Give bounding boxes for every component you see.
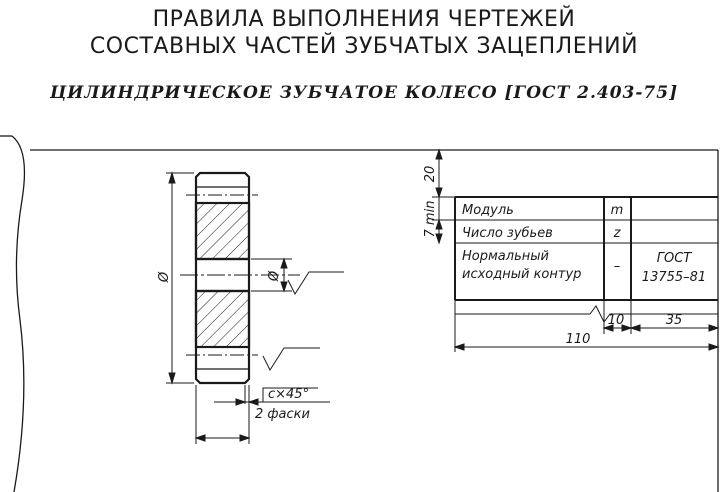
hatched-rim-upper (194, 201, 251, 261)
table-row-3-label-line-2: исходный контур (462, 267, 581, 282)
column-width-dimensions (453, 324, 720, 351)
parameters-table (454, 196, 718, 352)
hatched-rim-lower (194, 289, 251, 349)
bore-diameter-symbol: Ø (267, 270, 282, 282)
table-row-1-symbol: m (611, 203, 624, 218)
chamfer-label: c×45° (268, 387, 309, 402)
chamfer-dimension (194, 385, 330, 444)
chamfer-count-label: 2 фаски (255, 407, 310, 422)
table-row-3-value-line-1: ГОСТ (657, 251, 693, 266)
table-row-2-symbol: z (613, 226, 622, 241)
bore-diameter-dimension (251, 257, 292, 293)
value-column-width: 35 (666, 313, 683, 328)
table-row-1-label: Модуль (462, 203, 514, 218)
table-vertical-dimensions (432, 148, 455, 245)
gear-outline (194, 171, 251, 385)
outer-diameter-dimension (166, 171, 194, 385)
symbol-column-width: 10 (608, 313, 625, 328)
table-row-3-value-line-2: 13755–81 (642, 270, 706, 285)
total-table-width: 110 (566, 332, 591, 347)
page-title-line-2: СОСТАВНЫХ ЧАСТЕЙ ЗУБЧАТЫХ ЗАЦЕПЛЕНИЙ (89, 34, 639, 59)
table-row-3-symbol: – (614, 259, 621, 274)
top-offset-dimension: 20 (423, 166, 438, 183)
roughness-marks (262, 271, 344, 372)
table-row-2-label: Число зубьев (462, 226, 553, 241)
gear-section (180, 171, 300, 385)
sheet-frame (0, 135, 719, 492)
outer-diameter-symbol: Ø (157, 271, 172, 283)
drawing-subtitle: ЦИЛИНДРИЧЕСКОЕ ЗУБЧАТОЕ КОЛЕСО [ГОСТ 2.4… (49, 83, 679, 103)
page-title-line-1: ПРАВИЛА ВЫПОЛНЕНИЯ ЧЕРТЕЖЕЙ (152, 7, 576, 32)
table-row-3-label-line-1: Нормальный (462, 249, 549, 264)
row-height-dimension: 7 min (423, 201, 438, 238)
